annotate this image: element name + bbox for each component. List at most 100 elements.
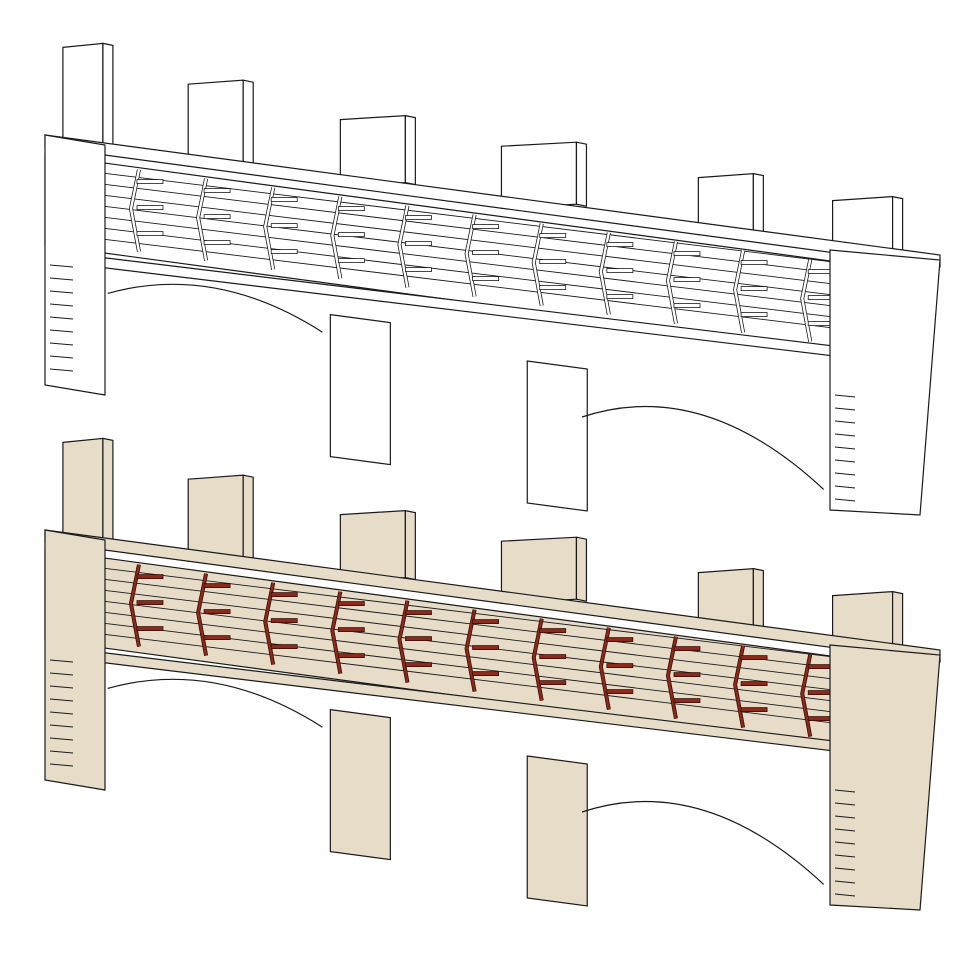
- rib-inner: [532, 618, 543, 701]
- rib-inner: [129, 169, 141, 252]
- cleat: [270, 618, 298, 623]
- cleat: [203, 240, 231, 246]
- rib-inner: [666, 636, 678, 719]
- cleat: [337, 601, 365, 606]
- plank-line: [53, 221, 860, 321]
- top-post-side: [891, 590, 904, 647]
- left-end-mark: [49, 750, 74, 754]
- right-end-mark: [834, 854, 856, 858]
- rib-inner: [264, 582, 275, 665]
- cleat: [606, 242, 634, 248]
- top-post: [187, 474, 244, 562]
- support-column: [526, 360, 588, 512]
- rib-inner: [599, 232, 611, 315]
- cleat: [740, 707, 768, 712]
- left-end-mark: [49, 368, 74, 372]
- left-end-mark: [49, 355, 74, 359]
- left-end-mark: [49, 342, 74, 346]
- cleat: [606, 663, 634, 668]
- cleat: [136, 179, 164, 185]
- top-post-side: [575, 536, 588, 602]
- left-end-mark: [49, 711, 74, 715]
- cleat: [472, 645, 500, 650]
- plank-line: [53, 210, 860, 310]
- cleat: [472, 619, 500, 624]
- left-end-mark: [49, 329, 74, 333]
- top-post-side: [242, 79, 254, 165]
- right-end-wall: [829, 249, 941, 516]
- cleat: [539, 680, 567, 685]
- top-post-side: [242, 474, 254, 560]
- left-end-mark: [49, 672, 74, 676]
- rib-inner: [331, 196, 342, 279]
- cleat: [472, 671, 500, 676]
- rib-inner: [733, 250, 745, 333]
- cleat: [472, 250, 500, 256]
- cleat: [203, 635, 231, 640]
- top-post-side: [404, 509, 416, 581]
- cleat: [472, 224, 500, 230]
- rib-inner: [196, 178, 208, 261]
- cleat: [270, 592, 298, 597]
- top-post: [62, 437, 104, 546]
- right-end-mark: [834, 394, 856, 398]
- support-column: [526, 755, 588, 907]
- rib-inner: [733, 645, 745, 728]
- right-end-mark: [834, 485, 856, 489]
- wireframe-view: [44, 42, 941, 516]
- arch: [107, 283, 323, 333]
- right-end-mark: [834, 433, 856, 437]
- cleat: [539, 628, 567, 633]
- rib-inner: [801, 654, 812, 737]
- rib-inner: [801, 259, 812, 342]
- plank-line: [53, 561, 860, 661]
- cleat: [673, 672, 701, 677]
- rib-inner: [532, 223, 543, 306]
- cleat: [270, 249, 298, 255]
- right-end-mark: [834, 828, 856, 832]
- cleat: [606, 689, 634, 694]
- cleat: [136, 626, 164, 631]
- left-end-mark: [49, 737, 74, 741]
- cleat: [405, 610, 432, 615]
- cleat: [337, 206, 365, 212]
- shaded-view: [44, 437, 941, 911]
- left-end-mark: [49, 303, 74, 307]
- rib-inner: [465, 214, 476, 297]
- cleat: [405, 267, 432, 273]
- cleat: [136, 574, 164, 579]
- right-end-mark: [834, 446, 856, 450]
- cleat: [405, 662, 432, 667]
- cleat: [337, 653, 365, 658]
- cleat: [270, 644, 298, 649]
- cleat: [405, 636, 432, 641]
- top-post: [187, 79, 244, 167]
- rib-inner: [129, 564, 141, 647]
- right-end-mark: [834, 459, 856, 463]
- top-post-side: [102, 437, 114, 544]
- right-end-mark: [834, 789, 856, 793]
- cleat: [136, 231, 164, 237]
- arch: [581, 801, 825, 885]
- plank-line: [53, 583, 860, 683]
- plank-line: [53, 199, 860, 299]
- cleat: [337, 258, 365, 264]
- cleat: [740, 681, 768, 686]
- plank-line: [53, 166, 860, 266]
- plank-line: [53, 177, 860, 277]
- plank-line: [53, 616, 860, 716]
- cleat: [270, 223, 298, 229]
- left-end-mark: [49, 724, 74, 728]
- support-column: [329, 313, 391, 466]
- top-post-side: [575, 141, 588, 207]
- right-end-mark: [834, 802, 856, 806]
- plank-line: [53, 232, 860, 332]
- top-post-side: [752, 172, 764, 234]
- cleat: [203, 214, 231, 220]
- top-post-side: [752, 567, 764, 629]
- cleat: [606, 268, 634, 274]
- cleat: [472, 276, 500, 282]
- arch: [107, 678, 323, 728]
- cleat: [539, 654, 567, 659]
